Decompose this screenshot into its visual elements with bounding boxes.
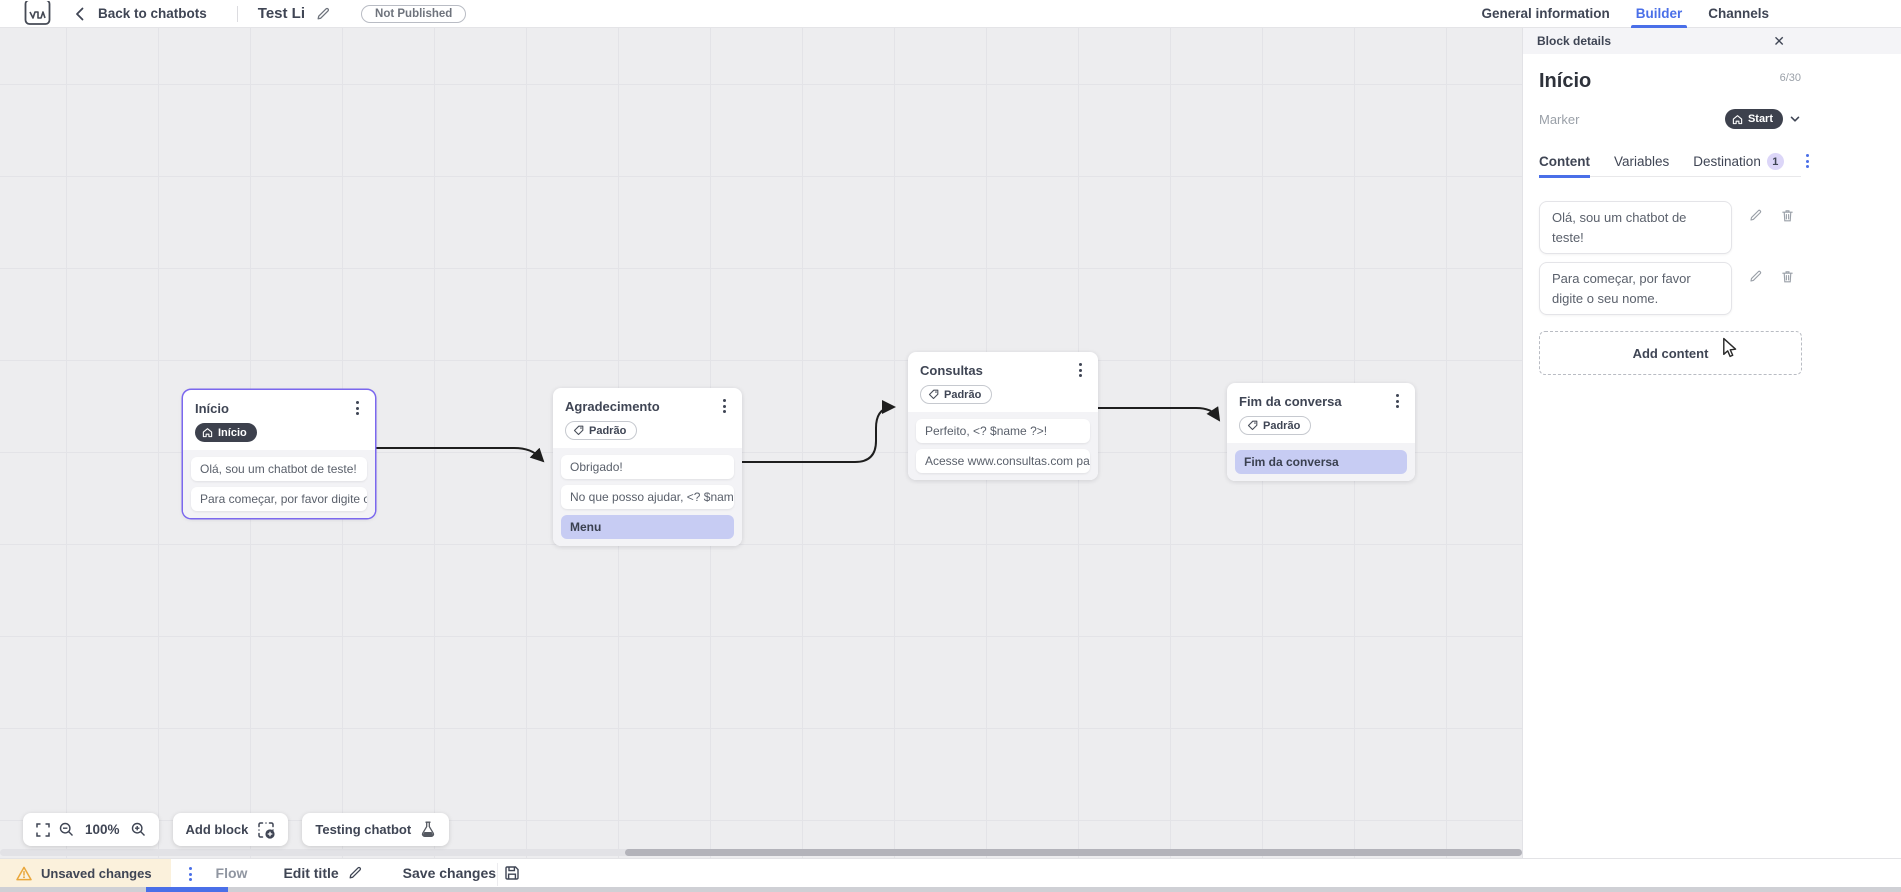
node-message[interactable]: Obrigado! xyxy=(561,455,734,480)
flow-node-consultas[interactable]: Consultas Padrão Perfeito, <? $name ?>! … xyxy=(908,352,1098,481)
panel-menu-icon[interactable] xyxy=(1802,152,1813,170)
node-menu-icon[interactable] xyxy=(719,397,730,415)
zoom-controls: 100% xyxy=(23,813,159,846)
save-changes-button[interactable]: Save changes xyxy=(403,865,520,886)
tag-icon xyxy=(1247,420,1258,431)
char-counter: 6/30 xyxy=(1779,72,1801,84)
node-menu-icon[interactable] xyxy=(1392,392,1403,410)
top-bar: Back to chatbots Test Li Not Published G… xyxy=(0,0,1901,28)
block-name-field[interactable]: Início xyxy=(1539,70,1592,92)
trash-icon[interactable] xyxy=(1780,269,1795,284)
node-tag-padrao: Padrão xyxy=(920,385,993,405)
edit-chatbot-title-icon[interactable] xyxy=(315,6,331,22)
flow-node-agradecimento[interactable]: Agradecimento Padrão Obrigado! No que po… xyxy=(553,388,742,547)
node-menu-icon[interactable] xyxy=(1075,361,1086,379)
back-to-chatbots-button[interactable]: Back to chatbots xyxy=(75,6,207,21)
tab-variables[interactable]: Variables xyxy=(1614,154,1670,169)
unsaved-changes-status: Unsaved changes xyxy=(0,859,171,892)
tab-content[interactable]: Content xyxy=(1539,147,1590,178)
home-icon xyxy=(202,428,213,438)
start-marker-pill: Start xyxy=(1724,109,1783,129)
window-hscrollbar[interactable] xyxy=(0,887,1901,892)
node-message[interactable]: Perfeito, <? $name ?>! xyxy=(916,419,1090,444)
back-label: Back to chatbots xyxy=(98,6,207,21)
node-title: Consultas xyxy=(920,362,983,378)
flask-icon xyxy=(420,821,436,838)
node-menu-item[interactable]: Menu xyxy=(561,515,734,540)
tag-icon xyxy=(573,425,584,436)
tab-destination[interactable]: Destination 1 xyxy=(1693,147,1784,177)
chatbot-title: Test Li xyxy=(257,5,306,22)
testing-chatbot-button[interactable]: Testing chatbot xyxy=(302,813,450,846)
panel-tabs: Content Variables Destination 1 xyxy=(1539,147,1809,178)
canvas-hscroll-thumb[interactable] xyxy=(625,849,1522,856)
flow-menu-icon[interactable] xyxy=(185,865,196,886)
builder-nav-tabs: General information Builder Channels xyxy=(1481,0,1769,28)
zoom-level: 100% xyxy=(85,822,120,837)
close-icon[interactable]: ✕ xyxy=(1773,33,1785,49)
tab-builder[interactable]: Builder xyxy=(1630,0,1687,28)
tab-flow[interactable]: Flow xyxy=(215,865,248,881)
marker-label: Marker xyxy=(1539,111,1580,127)
node-tag-start: Início xyxy=(195,423,257,443)
pencil-icon[interactable] xyxy=(1748,269,1763,284)
destination-count-badge: 1 xyxy=(1766,153,1784,170)
pencil-icon xyxy=(349,866,361,879)
marker-dropdown[interactable]: Start xyxy=(1724,109,1801,129)
flow-node-inicio[interactable]: Início Início Olá, sou um chatbot de tes… xyxy=(183,390,375,519)
chevron-left-icon xyxy=(75,7,84,21)
content-item-row: Olá, sou um chatbot de teste! xyxy=(1539,201,1801,254)
fullscreen-icon[interactable] xyxy=(36,822,50,837)
connection-wires xyxy=(375,400,1221,463)
node-tag-padrao: Padrão xyxy=(565,421,638,441)
topbar-divider xyxy=(236,5,238,22)
app-logo-icon xyxy=(24,0,51,27)
tab-general-information[interactable]: General information xyxy=(1481,6,1610,21)
add-content-button[interactable]: Add content xyxy=(1539,331,1802,375)
flow-node-fim-da-conversa[interactable]: Fim da conversa Padrão Fim da conversa xyxy=(1227,383,1415,482)
node-title: Início xyxy=(195,400,229,416)
tag-icon xyxy=(928,389,939,400)
flow-tab-underline xyxy=(146,887,228,892)
warning-icon xyxy=(16,866,32,880)
pencil-icon[interactable] xyxy=(1748,208,1763,223)
panel-title: Block details xyxy=(1537,34,1612,48)
edit-title-button[interactable]: Edit title xyxy=(283,865,362,886)
node-message[interactable]: No que posso ajudar, <? $name ... xyxy=(561,485,734,510)
content-text-card[interactable]: Para começar, por favor digite o seu nom… xyxy=(1539,262,1732,315)
node-menu-icon[interactable] xyxy=(352,399,363,417)
bottombar-divider xyxy=(497,863,498,886)
chevron-down-icon xyxy=(1790,116,1800,122)
save-icon xyxy=(505,866,519,880)
add-block-icon xyxy=(257,821,275,839)
node-message[interactable]: Para começar, por favor digite o ... xyxy=(191,487,367,512)
node-message[interactable]: Olá, sou um chatbot de teste! xyxy=(191,457,367,482)
content-item-row: Para começar, por favor digite o seu nom… xyxy=(1539,262,1801,315)
tab-channels[interactable]: Channels xyxy=(1708,6,1769,21)
content-text-card[interactable]: Olá, sou um chatbot de teste! xyxy=(1539,201,1732,254)
add-block-button[interactable]: Add block xyxy=(172,813,289,846)
block-details-panel: Block details ✕ Início 6/30 Marker Start… xyxy=(1522,28,1901,858)
canvas-controls: 100% Add block Testing chatbot xyxy=(23,813,450,846)
home-icon xyxy=(1732,114,1743,124)
status-badge: Not Published xyxy=(361,4,467,23)
node-message[interactable]: Acesse www.consultas.com par... xyxy=(916,449,1090,474)
node-tag-padrao: Padrão xyxy=(1239,416,1312,436)
trash-icon[interactable] xyxy=(1780,208,1795,223)
bottom-bar: Unsaved changes Flow Edit title Save cha… xyxy=(0,858,1901,892)
node-title: Fim da conversa xyxy=(1239,393,1342,409)
node-title: Agradecimento xyxy=(565,398,660,414)
zoom-in-icon[interactable] xyxy=(131,822,146,837)
zoom-out-icon[interactable] xyxy=(59,822,74,837)
node-end-item[interactable]: Fim da conversa xyxy=(1235,450,1407,475)
